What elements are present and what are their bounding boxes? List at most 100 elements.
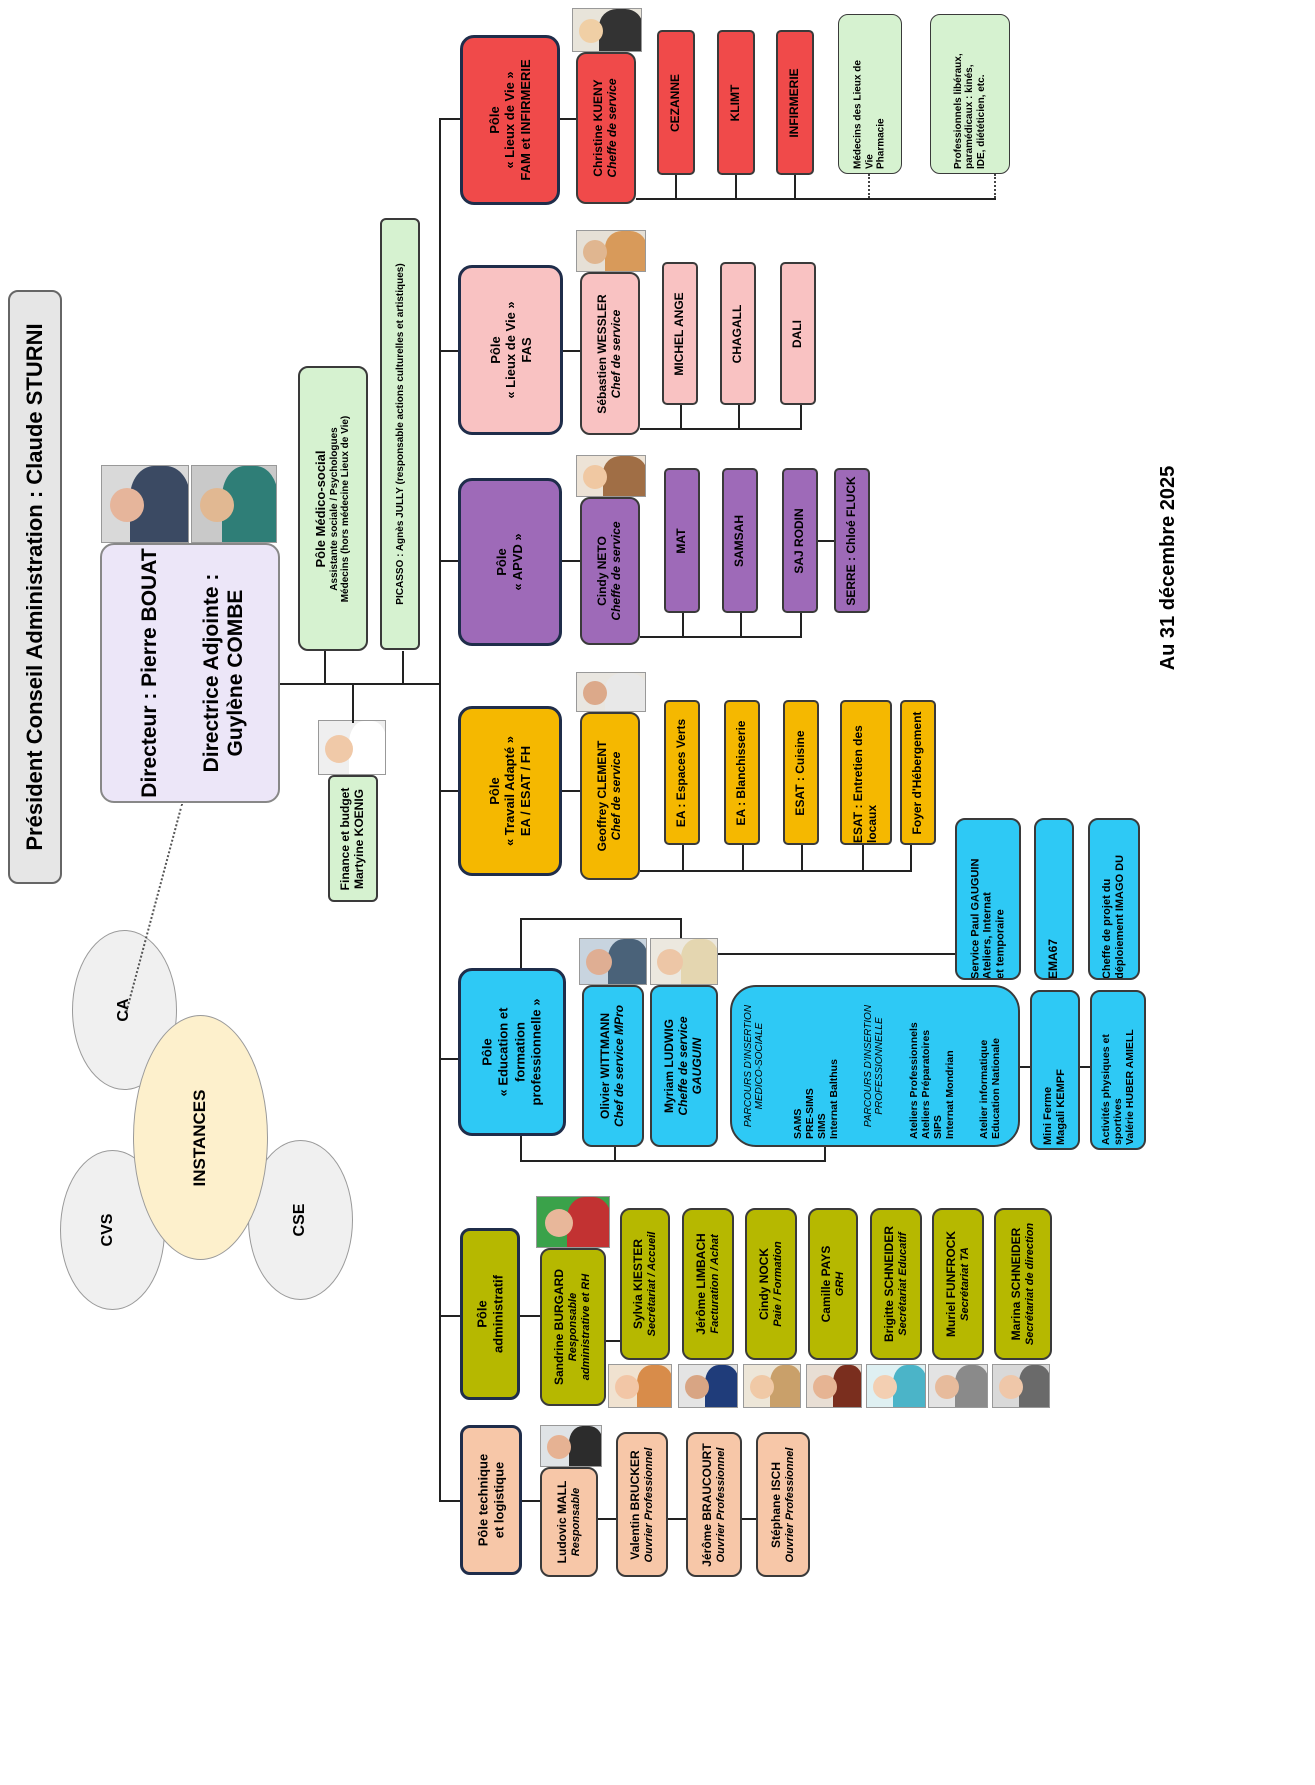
unit-foyer[interactable]: Foyer d'Hébergement xyxy=(900,700,936,845)
ca-label: CA xyxy=(115,998,132,1022)
connector xyxy=(994,174,996,198)
parcours2-item: SIPS xyxy=(932,1115,944,1140)
unit-ea-espaces-verts[interactable]: EA : Espaces Verts xyxy=(664,700,700,845)
edu-imago[interactable]: Cheffe de projet du déploiement IMAGO DU xyxy=(1088,818,1140,980)
instance-main xyxy=(133,1015,268,1260)
fas-line3: FAS xyxy=(518,337,534,363)
pole-fas[interactable]: Pôle « Lieux de Vie » FAS xyxy=(458,265,563,435)
connector xyxy=(682,613,684,636)
unit-saj-rodin[interactable]: SAJ RODIN xyxy=(782,468,818,613)
date-label: Au 31 décembre 2025 xyxy=(1156,465,1179,671)
pole-technique[interactable]: Pôle technique et logistique xyxy=(460,1425,522,1575)
travail-chef-name: Geoffrey CLEMENT xyxy=(595,740,610,852)
admin-chef-name: Sandrine BURGARD xyxy=(552,1269,567,1386)
fam-extra2-line2: paramédicaux : kinés, xyxy=(964,64,976,170)
direction-box: Directeur : Pierre BOUAT Directrice Adjo… xyxy=(100,543,280,803)
president-box: Président Conseil Administration : Claud… xyxy=(8,290,62,884)
edu-chef1-name: Olivier WITTMANN xyxy=(598,1013,613,1120)
edu-line4: professionnelle » xyxy=(528,998,544,1106)
unit-infirmerie[interactable]: INFIRMERIE xyxy=(776,30,814,175)
unit-serre[interactable]: SERRE : Chloé FLUCK xyxy=(834,468,870,613)
edu-mini-ferme[interactable]: Mini Ferme Magali KEMPF xyxy=(1030,990,1080,1150)
picasso-label: PICASSO : Agnès JULLY (responsable actio… xyxy=(394,263,406,605)
apvd-chef-name: Cindy NETO xyxy=(595,536,610,606)
admin-staff-2-photo xyxy=(678,1364,738,1408)
president-label: Président Conseil Administration : Claud… xyxy=(22,323,47,851)
parcours3-item: Education Nationale xyxy=(990,1038,1002,1140)
fam-chef-role: Cheffe de service xyxy=(605,78,619,178)
connector xyxy=(818,540,834,542)
tech-staff-3: Stéphane ISCH Ouvrier Professionnel xyxy=(756,1432,810,1577)
gauguin-line3: et temporaire xyxy=(994,909,1007,979)
connector xyxy=(636,198,996,200)
unit-chagall[interactable]: CHAGALL xyxy=(720,262,756,405)
tech-chef-name: Ludovic MALL xyxy=(555,1480,570,1564)
unit-klimt[interactable]: KLIMT xyxy=(717,30,755,175)
fam-extra1-line1: Médecins des Lieux de xyxy=(852,60,864,169)
director-label: Directeur : Pierre BOUAT xyxy=(138,548,161,798)
fam-extra1-line2: Vie xyxy=(864,154,876,169)
connector xyxy=(439,350,461,352)
edu-chef1-photo xyxy=(579,938,647,985)
staff-role: Paie / Formation xyxy=(771,1241,784,1327)
staff-role: Secrétariat de direction xyxy=(1023,1222,1036,1346)
edu-gauguin[interactable]: Service Paul GAUGUIN Ateliers, Internat … xyxy=(955,818,1021,980)
staff-name: Jérôme LIMBACH xyxy=(694,1233,709,1335)
unit-mat[interactable]: MAT xyxy=(664,468,700,613)
pole-fam[interactable]: Pôle « Lieux de Vie » FAM et INFIRMERIE xyxy=(460,35,560,205)
parcours1-item: SAMS xyxy=(791,1108,804,1140)
connector xyxy=(738,405,740,428)
unit-ea-blanchisserie[interactable]: EA : Blanchisserie xyxy=(724,700,760,845)
finance-line1: Finance et budget xyxy=(338,787,353,890)
fam-line2: « Lieux de Vie » xyxy=(502,71,518,169)
tech-chef-role: Responsable xyxy=(569,1487,582,1557)
unit-esat-entretien[interactable]: ESAT : Entretien des locaux xyxy=(840,700,892,845)
connector xyxy=(439,118,461,120)
unit-label: Foyer d'Hébergement xyxy=(910,711,925,834)
connector xyxy=(740,613,742,636)
fam-liberaux: Professionnels libéraux, paramédicaux : … xyxy=(930,14,1010,174)
edu-ema67[interactable]: EMA67 xyxy=(1034,818,1074,980)
connector xyxy=(606,1340,620,1342)
connector xyxy=(735,175,737,198)
unit-michel-ange[interactable]: MICHEL ANGE xyxy=(662,262,698,405)
pole-education[interactable]: Pôle « Education et formation profession… xyxy=(458,968,566,1136)
connector xyxy=(520,918,682,920)
unit-esat-cuisine[interactable]: ESAT : Cuisine xyxy=(783,700,819,845)
tech-staff-2: Jérôme BRAUCOURT Ouvrier Professionnel xyxy=(686,1432,742,1577)
connector xyxy=(794,175,796,198)
edu-line2: « Education et xyxy=(495,1007,511,1097)
connector xyxy=(439,1315,461,1317)
edu-activites[interactable]: Activités physiques et sportives Valérie… xyxy=(1090,990,1146,1150)
cvs-label: CVS xyxy=(99,1213,116,1247)
unit-label: ESAT : Entretien des xyxy=(851,724,866,843)
unit-dali[interactable]: DALI xyxy=(780,262,816,405)
edu-chef2-role1: Cheffe de service xyxy=(676,1016,691,1116)
tech-chef: Ludovic MALL Responsable xyxy=(540,1467,598,1577)
pole-admin[interactable]: Pôle administratif xyxy=(460,1228,520,1400)
connector xyxy=(402,651,404,683)
admin-staff-7: Marina SCHNEIDER Secrétariat de directio… xyxy=(994,1208,1052,1360)
activites-line2: sportives xyxy=(1111,1098,1124,1145)
staff-name: Jérôme BRAUCOURT xyxy=(700,1442,715,1567)
directrice-line1: Directrice Adjointe : xyxy=(200,573,223,773)
admin-staff-1-photo xyxy=(608,1364,672,1408)
fam-extra2-line1: Professionnels libéraux, xyxy=(952,53,964,169)
staff-role: Ouvrier Professionnel xyxy=(642,1447,655,1562)
travail-line2: « Travail Adapté » xyxy=(502,735,518,847)
connector xyxy=(520,1315,540,1317)
admin-staff-5-photo xyxy=(866,1364,926,1408)
connector xyxy=(352,683,354,723)
tech-line1: Pôle technique xyxy=(475,1453,491,1547)
unit-label: CEZANNE xyxy=(668,73,683,132)
parcours2-item: Internat Mondrian xyxy=(944,1050,957,1140)
travail-chef-role: Chef de service xyxy=(609,751,623,841)
unit-samsah[interactable]: SAMSAH xyxy=(722,468,758,613)
connector xyxy=(439,1500,461,1502)
staff-name: Stéphane ISCH xyxy=(769,1461,784,1548)
connector xyxy=(800,405,802,428)
pole-travail[interactable]: Pôle « Travail Adapté » EA / ESAT / FH xyxy=(458,706,562,876)
unit-cezanne[interactable]: CEZANNE xyxy=(657,30,695,175)
connector xyxy=(668,1518,686,1520)
pole-apvd[interactable]: Pôle « APVD » xyxy=(458,478,562,646)
